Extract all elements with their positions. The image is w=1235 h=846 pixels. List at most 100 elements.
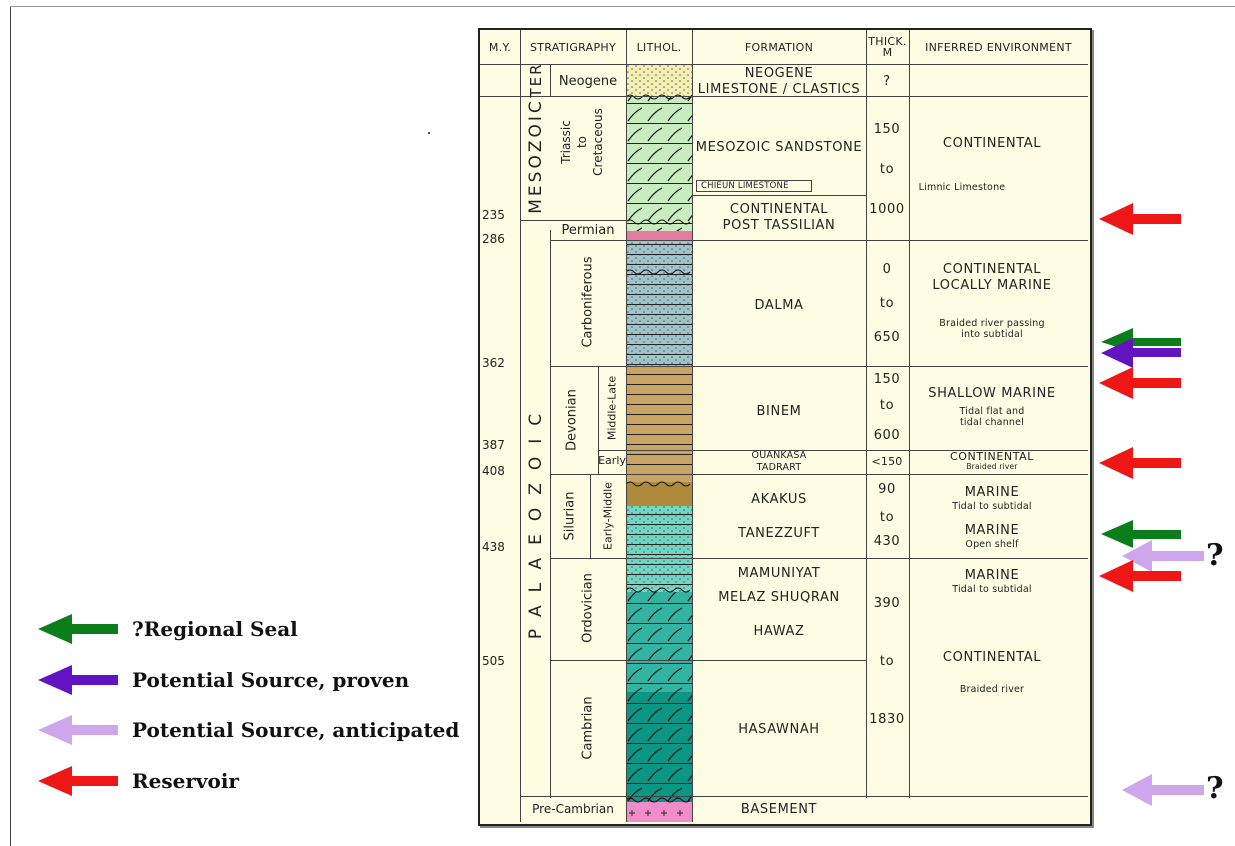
header-formation: FORMATION	[744, 40, 814, 54]
subperiod-early-middle: Early-Middle	[601, 482, 615, 550]
env-carb-1: CONTINENTAL	[942, 262, 1042, 277]
formation-neogene-2: LIMESTONE / CLASTICS	[697, 82, 861, 97]
thickness-dev-2: to	[879, 398, 895, 413]
env-limnic: Limnic Limestone	[918, 182, 1006, 193]
subperiod-middle-late: Middle-Late	[605, 375, 619, 441]
formation-neogene-1: NEOGENE	[744, 66, 814, 81]
thickness-carb-3: 650	[873, 330, 901, 345]
legend-arrow-reservoir	[38, 766, 118, 796]
period-triassic: Triassic	[559, 120, 573, 164]
thickness-ord-camb-1: 390	[873, 596, 901, 611]
env-carb-2: LOCALLY MARINE	[932, 278, 1052, 293]
age-438: 438	[482, 540, 505, 554]
lithology-column	[626, 64, 692, 822]
age-362: 362	[482, 356, 505, 370]
thickness-dev-3: 600	[873, 428, 901, 443]
column-divider	[866, 30, 867, 798]
row-divider	[598, 450, 1088, 451]
question-mark: ?	[1206, 771, 1224, 806]
seal-arrow	[1101, 520, 1181, 548]
subperiod-divider	[590, 474, 591, 558]
legend-item-source-proven: Potential Source, proven	[38, 665, 409, 695]
source-anticipated-arrow	[1122, 540, 1204, 572]
column-divider	[520, 30, 521, 822]
formation-ouankasa: OUANKASA	[751, 450, 807, 461]
formation-binem: BINEM	[756, 404, 802, 419]
period-carboniferous: Carboniferous	[580, 256, 596, 348]
legend-label: ?Regional Seal	[132, 617, 298, 641]
env-akakus: MARINE	[964, 485, 1020, 500]
chieun-limestone-box: CHIEUN LIMESTONE	[696, 180, 812, 192]
column-divider	[626, 30, 627, 822]
header-thickness-1: THICK.	[868, 35, 907, 48]
period-silurian: Silurian	[562, 491, 578, 541]
thickness-sil-2: to	[879, 510, 895, 525]
thickness-ord-camb-2: to	[879, 654, 895, 669]
formation-dalma: DALMA	[754, 298, 804, 313]
formation-mamuniyat: MAMUNIYAT	[737, 566, 821, 581]
column-divider	[909, 30, 910, 798]
reservoir-arrow	[1099, 447, 1181, 479]
thickness-meso-2: to	[879, 162, 895, 177]
formation-akakus: AKAKUS	[751, 492, 807, 507]
legend-label: Potential Source, proven	[132, 668, 410, 692]
legend-item-reservoir: Reservoir	[38, 766, 239, 796]
period-permian: Permian	[561, 223, 615, 238]
header-my: M.Y.	[488, 40, 512, 54]
thickness-dev-1: 150	[873, 372, 901, 387]
period-devonian: Devonian	[564, 389, 580, 451]
env-dev-sub-2: tidal channel	[959, 417, 1025, 428]
env-carb-sub-1: Braided river passing	[939, 318, 1045, 329]
legend-item-source-anticipated: Potential Source, anticipated	[38, 715, 459, 745]
formation-mesozoic-sandstone: MESOZOIC SANDSTONE	[695, 140, 863, 155]
source-anticipated-arrow	[1122, 774, 1204, 806]
formation-tadrart: TADRART	[756, 462, 802, 473]
reservoir-arrow	[1099, 560, 1181, 592]
age-286: 286	[482, 232, 505, 246]
env-akakus-sub: Tidal to subtidal	[952, 501, 1032, 512]
legend-arrow-anticipated	[38, 715, 118, 745]
slide-frame-top	[10, 6, 1235, 7]
reservoir-arrow	[1099, 203, 1181, 235]
age-235: 235	[482, 208, 505, 222]
subperiod-early: Early	[598, 454, 626, 467]
row-divider	[550, 240, 1088, 241]
legend-item-regional-seal: ?Regional Seal	[38, 614, 298, 644]
row-divider	[480, 96, 692, 97]
legend-label: Potential Source, anticipated	[132, 718, 460, 742]
header-thickness-2: M	[882, 46, 893, 59]
thickness-early-dev: <150	[871, 455, 903, 468]
env-ord: MARINE	[964, 568, 1020, 583]
env-early-dev: CONTINENTAL	[949, 450, 1035, 463]
era-palaeozoic: PALAEOZOIC	[526, 400, 546, 640]
stratigraphic-column-chart: M.Y. STRATIGRAPHY LITHOL. FORMATION THIC…	[478, 28, 1092, 826]
period-cretaceous: Cretaceous	[591, 108, 605, 176]
formation-hawaz: HAWAZ	[753, 624, 805, 639]
row-divider	[692, 195, 866, 196]
thickness-carb-2: to	[879, 296, 895, 311]
row-divider	[520, 220, 626, 221]
era-tertiary: TER	[527, 62, 545, 98]
header-environment: INFERRED ENVIRONMENT	[925, 40, 1072, 54]
speck	[428, 132, 430, 134]
question-mark: ?	[1206, 538, 1224, 573]
thickness-sil-3: 430	[873, 534, 901, 549]
header-divider	[480, 64, 1088, 65]
header-lithology: LITHOL.	[636, 40, 682, 54]
row-divider	[550, 660, 866, 661]
thickness-meso-1: 150	[873, 122, 901, 137]
formation-tanezzuft: TANEZZUFT	[738, 526, 820, 541]
env-dev-sub-1: Tidal flat and	[959, 406, 1025, 417]
thickness-carb-1: 0	[882, 262, 892, 277]
header-stratigraphy: STRATIGRAPHY	[529, 40, 616, 54]
formation-post-tassilian: POST TASSILIAN	[722, 218, 836, 233]
period-precambrian: Pre-Cambrian	[532, 802, 614, 816]
seal-arrow	[1101, 328, 1181, 352]
reservoir-arrow	[1099, 367, 1181, 399]
formation-basement: BASEMENT	[740, 802, 818, 817]
period-neogene: Neogene	[558, 74, 618, 89]
row-divider	[550, 558, 1088, 559]
legend-label: Reservoir	[132, 769, 239, 793]
period-cambrian: Cambrian	[580, 696, 596, 760]
source-proven-arrow	[1101, 338, 1181, 368]
